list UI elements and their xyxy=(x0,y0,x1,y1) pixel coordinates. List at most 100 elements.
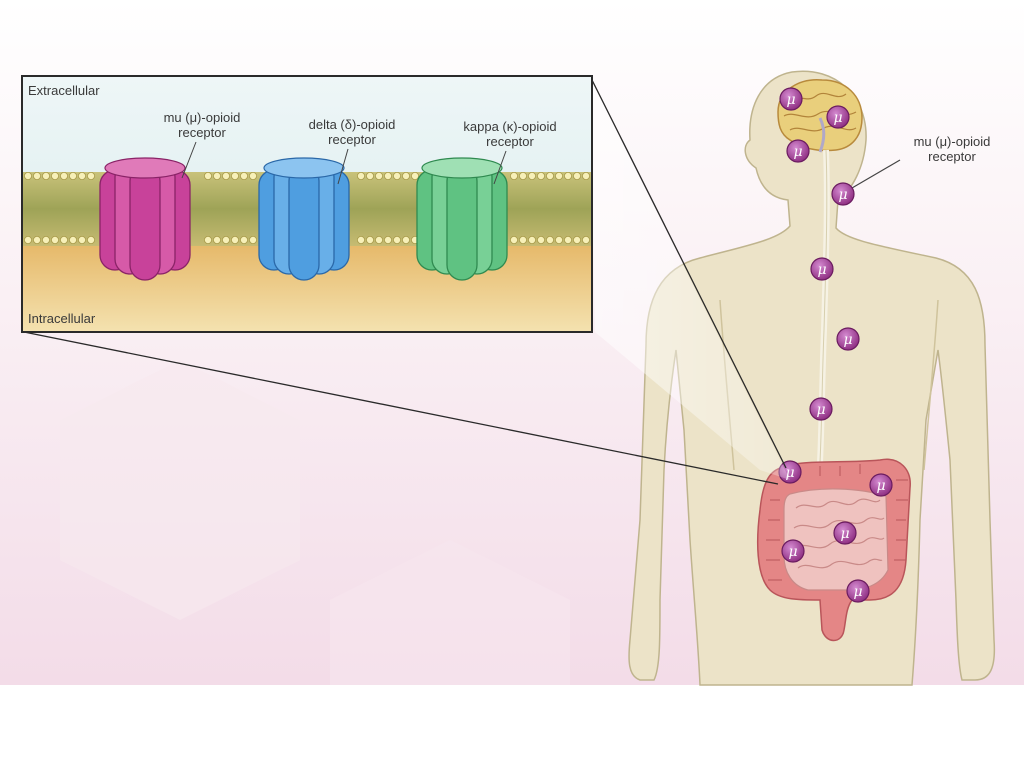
kappa-receptor-label-line1: kappa (κ)-opioid xyxy=(463,119,556,134)
phospholipid-heads xyxy=(23,171,591,244)
lipid-head xyxy=(42,171,51,180)
lipid-head xyxy=(230,171,239,180)
lipid-head xyxy=(519,171,528,180)
lipid-head xyxy=(60,235,69,244)
lipid-head xyxy=(42,235,51,244)
lipid-head xyxy=(392,235,401,244)
lipid-head xyxy=(392,171,401,180)
lipid-head xyxy=(239,171,248,180)
delta-opioid-receptor xyxy=(258,157,350,281)
lipid-head xyxy=(78,171,87,180)
mu-receptor-label-line2: receptor xyxy=(178,125,226,140)
inset-frame xyxy=(21,75,593,333)
mu-receptor-marker: μ xyxy=(786,139,810,163)
kappa-opioid-receptor xyxy=(416,157,508,281)
lipid-head xyxy=(365,235,374,244)
mu-receptor-label-line1: mu (μ)-opioid xyxy=(164,110,241,125)
extracellular-label: Extracellular xyxy=(28,83,100,98)
lipid-head xyxy=(221,171,230,180)
lipid-head xyxy=(546,171,555,180)
marker-symbol: μ xyxy=(876,478,885,494)
lipid-head xyxy=(87,235,96,244)
lipid-head xyxy=(555,171,564,180)
lipid-head xyxy=(564,171,573,180)
membrane-inset: mu (μ)-opioid receptor delta (δ)-opioid … xyxy=(21,75,593,333)
lipid-head xyxy=(537,171,546,180)
lipid-head xyxy=(212,171,221,180)
body-callout-label-line2: receptor xyxy=(928,149,976,164)
intracellular-label: Intracellular xyxy=(28,311,96,326)
marker-symbol: μ xyxy=(843,332,852,348)
lipid-head xyxy=(230,235,239,244)
mu-receptor-marker: μ xyxy=(869,473,893,497)
marker-symbol: μ xyxy=(853,584,862,600)
lipid-head xyxy=(51,235,60,244)
human-body: mu (μ)-opioid receptor μ μ μ μ μ μ μ μ μ… xyxy=(628,70,996,686)
lipid-head xyxy=(248,171,257,180)
zoom-line-bottom xyxy=(23,331,779,485)
lipid-head xyxy=(33,171,42,180)
lipid-head xyxy=(239,235,248,244)
mu-receptor-marker: μ xyxy=(836,327,860,351)
bg-hexagon xyxy=(60,360,300,620)
lipid-head xyxy=(528,171,537,180)
mu-receptor-marker: μ xyxy=(809,397,833,421)
marker-symbol: μ xyxy=(833,110,842,126)
lipid-head xyxy=(564,235,573,244)
lipid-head xyxy=(573,171,582,180)
kappa-label-leader xyxy=(493,150,507,185)
lipid-head xyxy=(203,235,212,244)
delta-label-leader xyxy=(337,148,349,185)
mu-receptor-marker: μ xyxy=(831,182,855,206)
mu-opioid-receptor xyxy=(99,157,191,281)
lipid-head xyxy=(573,235,582,244)
lipid-head xyxy=(383,171,392,180)
lipid-head xyxy=(60,171,69,180)
mu-receptor-marker: μ xyxy=(779,87,803,111)
bottom-margin xyxy=(0,685,1024,768)
marker-symbol: μ xyxy=(785,465,794,481)
lipid-head xyxy=(509,171,518,180)
lipid-head xyxy=(33,235,42,244)
delta-receptor-label-line1: delta (δ)-opioid xyxy=(309,117,396,132)
lipid-head xyxy=(374,235,383,244)
lipid-head xyxy=(365,171,374,180)
lipid-head xyxy=(555,235,564,244)
lipid-head xyxy=(212,235,221,244)
lipid-head xyxy=(410,171,419,180)
mu-receptor-marker: μ xyxy=(846,579,870,603)
lipid-head xyxy=(383,235,392,244)
lipid-head xyxy=(401,235,410,244)
mu-receptor-markers: μ μ μ μ μ μ μ μ μ μ μ μ xyxy=(778,87,893,603)
lipid-head xyxy=(582,171,591,180)
zoom-beam xyxy=(590,78,790,480)
lipid-head xyxy=(69,235,78,244)
mu-receptor-marker: μ xyxy=(833,521,857,545)
delta-receptor-label-line2: receptor xyxy=(328,132,376,147)
lipid-head xyxy=(356,235,365,244)
lipid-head xyxy=(51,171,60,180)
lipid-head xyxy=(582,235,591,244)
marker-symbol: μ xyxy=(817,262,826,278)
mu-receptor-marker: μ xyxy=(781,539,805,563)
lipid-head xyxy=(78,235,87,244)
mu-receptor-marker: μ xyxy=(810,257,834,281)
lipid-head xyxy=(69,171,78,180)
marker-symbol: μ xyxy=(788,544,797,560)
lipid-head xyxy=(537,235,546,244)
lipid-head xyxy=(509,235,518,244)
lipid-head xyxy=(546,235,555,244)
body-callout-label-line1: mu (μ)-opioid xyxy=(914,134,991,149)
marker-symbol: μ xyxy=(840,526,849,542)
lipid-head xyxy=(401,171,410,180)
callout-line xyxy=(851,159,901,189)
marker-symbol: μ xyxy=(816,402,825,418)
lipid-head xyxy=(23,235,32,244)
kappa-receptor-label-line2: receptor xyxy=(486,134,534,149)
lipid-head xyxy=(87,171,96,180)
mu-label-leader xyxy=(181,141,197,179)
bg-hexagon xyxy=(330,540,570,685)
marker-symbol: μ xyxy=(793,144,802,160)
